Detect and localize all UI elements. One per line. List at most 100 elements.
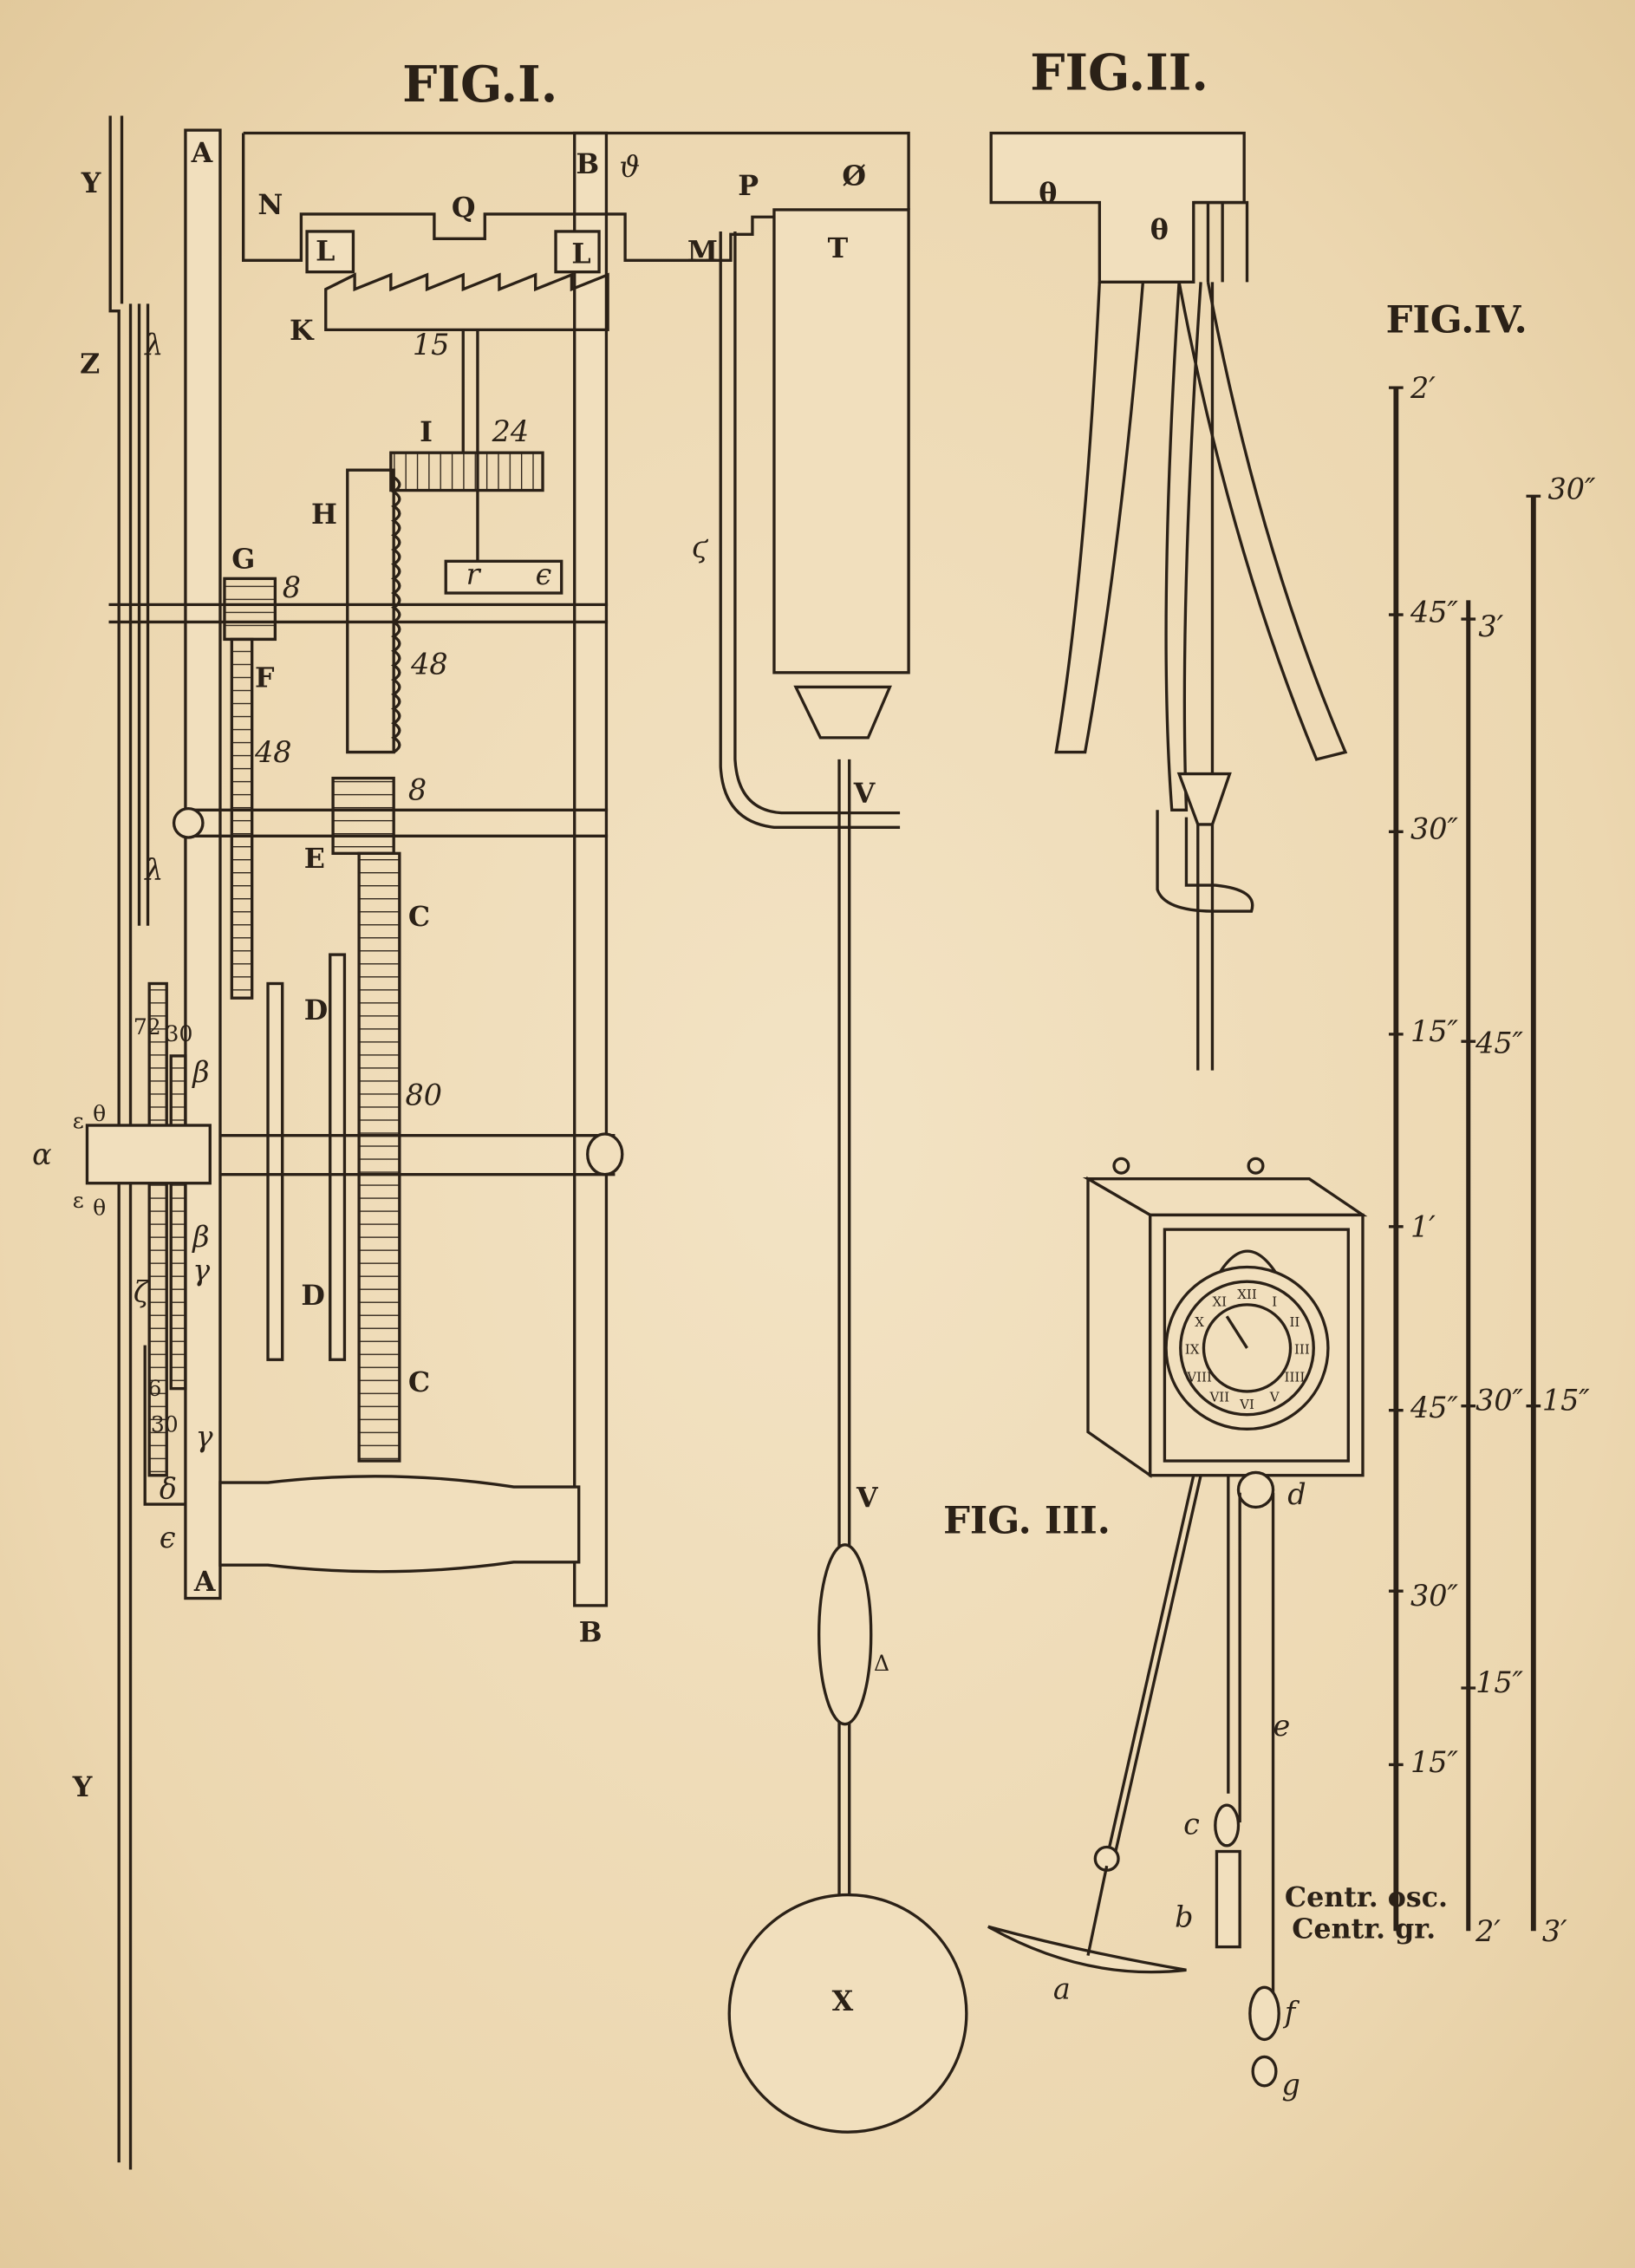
figure-label: Q	[452, 192, 476, 224]
weight-g	[1251, 2055, 1278, 2088]
figure-label: 1′	[1410, 1209, 1436, 1243]
pinion-g	[223, 577, 277, 642]
figure-label: ε	[73, 1108, 84, 1133]
figure-label: 80	[406, 1079, 442, 1112]
figure-label: K	[290, 315, 315, 347]
part-l2	[554, 230, 601, 274]
figure-label: θ	[1039, 178, 1057, 210]
figure-label: β	[191, 1220, 209, 1254]
figure-label: f	[1282, 1995, 1300, 2029]
dial-wheel-30	[169, 1054, 187, 1391]
figure-label: Y	[72, 1771, 93, 1803]
figure-label: E	[304, 843, 325, 875]
figure-label: 45″	[1475, 1026, 1523, 1060]
arbor-alpha	[85, 1124, 212, 1185]
wheel-i	[389, 451, 544, 492]
figure-label: B	[579, 1617, 603, 1649]
cock-r	[444, 559, 563, 595]
figure-label: P	[738, 170, 759, 202]
figure-label: λ	[143, 328, 163, 362]
figure-label: D	[304, 994, 328, 1026]
figure-label: M	[687, 235, 718, 267]
dial-numeral: X	[1195, 1314, 1204, 1330]
figure-label: A	[191, 137, 213, 169]
figure-label: F	[255, 662, 275, 694]
figure-label: γ	[196, 1419, 213, 1453]
crutch-rod	[108, 115, 150, 2170]
figure-label: Z	[80, 348, 100, 380]
figure-label: 15″	[1475, 1665, 1523, 1699]
fig1-title: FIG.I.	[402, 56, 557, 114]
figure-label: G	[231, 544, 255, 576]
strip-d-left	[266, 981, 284, 1361]
figure-label: Y	[81, 167, 101, 199]
fig2-title: FIG.II.	[1030, 44, 1208, 101]
suspension-cords	[1164, 282, 1215, 811]
arbor-e	[188, 808, 609, 837]
figure-label: 30	[166, 1021, 193, 1046]
figure-label: 30″	[1548, 472, 1596, 506]
figure-label: 30″	[1410, 812, 1458, 846]
wheel-c	[357, 851, 401, 1463]
figure-label: 3′	[1542, 1914, 1567, 1948]
weight-b	[1215, 1849, 1241, 1949]
clock-cords	[1105, 1475, 1275, 2011]
figure-label: λ	[143, 852, 163, 886]
figure-label: N	[257, 189, 283, 221]
fig4-labels: 2′ 45″ 30″ 15″ 1′ 45″ 30″ 15″ 3′ 45″ 30″…	[1285, 371, 1596, 1948]
plate-b	[573, 131, 609, 1607]
dial-numeral: V	[1269, 1389, 1280, 1404]
figure-label: 72	[134, 1014, 161, 1040]
figure-label: e	[1273, 1709, 1291, 1743]
figure-label: B	[576, 148, 599, 180]
suspension-clip	[793, 685, 892, 740]
figure-label: 2′	[1410, 371, 1436, 405]
figure-label: V	[853, 778, 876, 810]
figure-label: b	[1175, 1900, 1193, 1933]
top-frame	[241, 131, 910, 262]
figure-label: α	[32, 1137, 52, 1171]
figure-label: 30″	[1475, 1384, 1523, 1418]
strip-d-right	[329, 953, 347, 1361]
figure-2-suspension: FIG.II. θ θ	[989, 44, 1348, 1071]
figure-label: 15″	[1542, 1384, 1590, 1418]
figure-label: ϵ	[160, 1521, 176, 1554]
figure-label: 45″	[1410, 1391, 1458, 1424]
figure-label: V	[856, 1482, 879, 1514]
figure-label: ε	[73, 1188, 84, 1213]
arbor-escape	[219, 1134, 616, 1176]
dial-numeral: XI	[1213, 1294, 1228, 1310]
figure-label: Ø	[842, 160, 866, 192]
figure-label: r	[466, 557, 482, 591]
figure-label: 15″	[1410, 1014, 1458, 1048]
figure-label: Centr. gr.	[1292, 1913, 1436, 1945]
fig3-title: FIG. III.	[943, 1498, 1111, 1542]
figure-label: d	[1287, 1477, 1306, 1511]
figure-label: 15″	[1410, 1745, 1458, 1779]
crown-wheel-k	[324, 272, 609, 332]
dial-numeral: II	[1289, 1314, 1300, 1330]
figure-label: 48	[410, 647, 447, 681]
dial-wheel-72	[147, 981, 168, 1477]
dial-numeral: VI	[1239, 1397, 1254, 1412]
figure-label: ϛ	[692, 530, 709, 564]
dial-numeral: XII	[1237, 1287, 1257, 1302]
arbor-g	[108, 603, 609, 624]
figure-label: θ	[93, 1195, 106, 1220]
dial-numeral: I	[1272, 1294, 1277, 1310]
figure-label: 6	[148, 1376, 162, 1401]
figure-label: ζ	[134, 1275, 151, 1309]
figure-label: 48	[254, 735, 291, 769]
part-l	[305, 230, 355, 274]
figure-label: 30	[151, 1412, 179, 1437]
wheel-f	[230, 637, 254, 1000]
dial-numeral: IX	[1185, 1342, 1200, 1358]
figure-label: Δ	[874, 1651, 889, 1676]
figure-label: D	[301, 1280, 324, 1312]
figure-label: 3′	[1478, 609, 1503, 643]
figure-label: C	[408, 1366, 430, 1398]
figure-label: c	[1183, 1807, 1200, 1841]
fig2-labels: θ θ	[1039, 178, 1169, 246]
weight-f	[1248, 1985, 1280, 2042]
